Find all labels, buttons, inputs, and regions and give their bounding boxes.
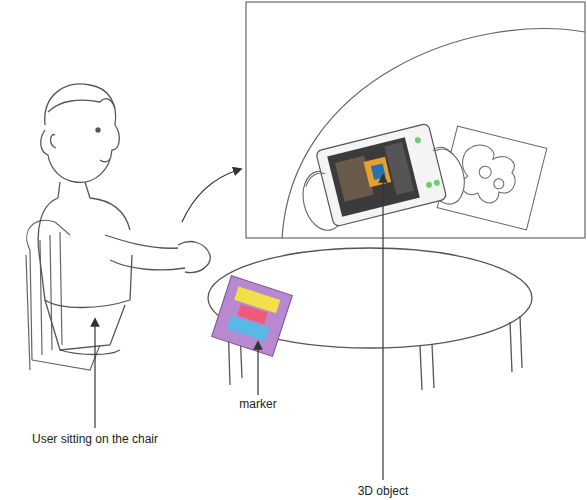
caption-label: marker [218,397,298,412]
leader-line [257,345,258,395]
inset-view [246,2,585,239]
leader-line [94,322,95,428]
boy-figure [38,84,210,354]
view-arrow [182,170,238,222]
table [208,248,532,390]
leader-line [382,178,383,480]
caption-label: User sitting on the chair [30,432,160,447]
marker-card [212,276,293,357]
caption-label: 3D object [333,484,433,499]
